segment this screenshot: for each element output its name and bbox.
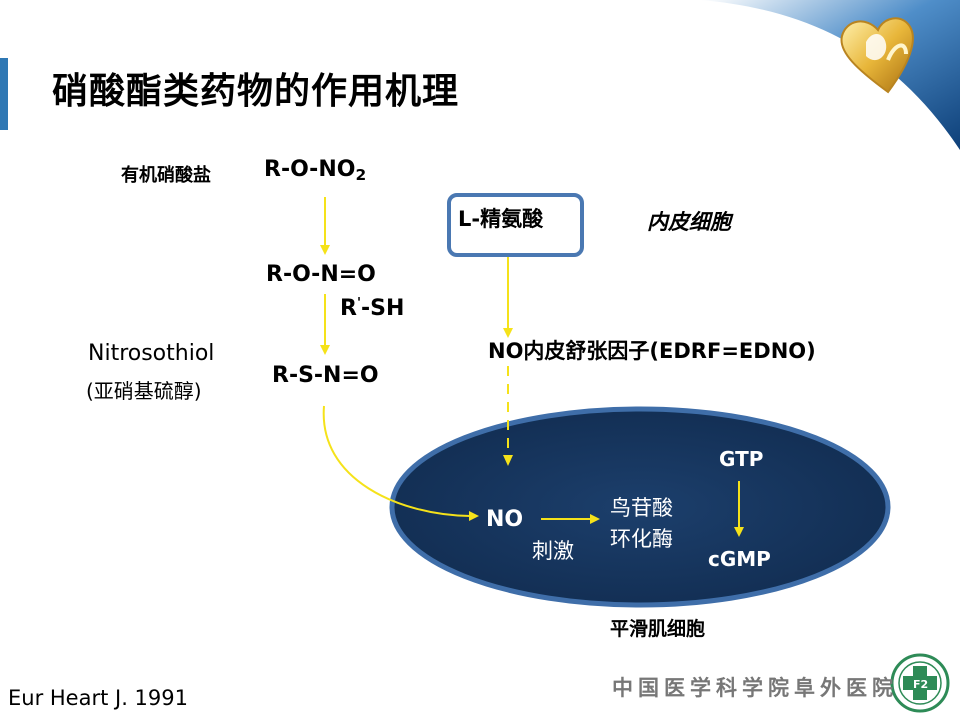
- stimulate-label: 刺激: [532, 539, 574, 563]
- cgmp-label: cGMP: [708, 547, 771, 571]
- nitrosothiol-name: Nitrosothiol: [88, 341, 215, 366]
- guanylate-cyclase-label-line2: 环化酶: [610, 527, 673, 551]
- formula-rono: R-O-N=O: [266, 262, 376, 287]
- arrow-arginine-to-edrf: [503, 257, 513, 338]
- formula-rsh-r: R: [340, 296, 357, 321]
- no-label: NO: [486, 507, 524, 532]
- guanylate-cyclase-label-line1: 鸟苷酸: [610, 496, 673, 520]
- organic-nitrate-label: 有机硝酸盐: [121, 165, 211, 186]
- formula-rono2-subscript: 2: [355, 165, 367, 184]
- l-arginine-box: [447, 193, 584, 257]
- smooth-muscle-cell-shape: [389, 406, 891, 608]
- arrow-nitrite-to-nitrosothiol: [320, 294, 330, 355]
- golden-heart-logo-icon: [840, 17, 914, 94]
- edrf-label: NO内皮舒张因子(EDRF=EDNO): [488, 339, 816, 363]
- arrow-gtp-to-cgmp: [734, 481, 744, 537]
- formula-rsh-prime: ': [356, 296, 361, 312]
- svg-text:F2: F2: [913, 678, 928, 691]
- arrow-nitrosothiol-to-no: [322, 405, 479, 521]
- formula-rono2: R-O-NO2: [264, 157, 366, 184]
- arrow-edrf-to-no-dashed: [503, 366, 513, 466]
- endothelial-cell-label: 内皮细胞: [647, 210, 731, 234]
- formula-rsno: R-S-N=O: [272, 363, 379, 388]
- formula-rsh: R'-SH: [340, 296, 404, 321]
- arrow-nitrate-to-nitrite: [320, 197, 330, 255]
- formula-rono2-main: R-O-NO: [264, 157, 356, 182]
- nitrosothiol-chinese-name: (亚硝基硫醇): [86, 379, 202, 403]
- hospital-name: 中国医学科学院阜外医院: [612, 675, 898, 700]
- slide-title: 硝酸酯类药物的作用机理: [52, 71, 460, 112]
- smooth-muscle-cell-label: 平滑肌细胞: [610, 618, 706, 640]
- formula-rsh-rest: -SH: [361, 296, 405, 321]
- corner-decoration: [700, 0, 960, 150]
- gtp-label: GTP: [719, 447, 764, 471]
- l-arginine-label: L-精氨酸: [458, 207, 544, 231]
- citation: Eur Heart J. 1991: [8, 686, 188, 710]
- title-accent-bar: [0, 58, 8, 130]
- hospital-seal-icon: F2: [890, 653, 950, 713]
- arrow-no-to-guanylate-cyclase: [541, 514, 600, 524]
